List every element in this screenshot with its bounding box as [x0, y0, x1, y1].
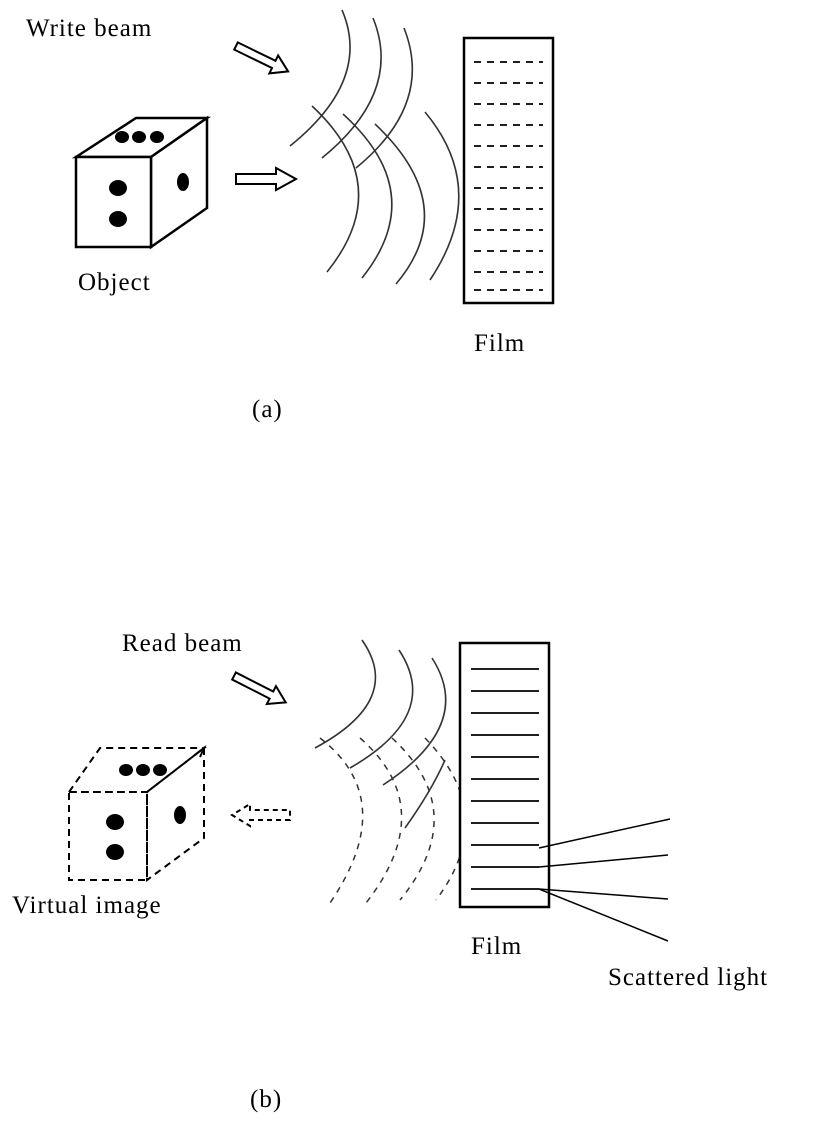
object-beam-arrow-icon — [235, 166, 299, 192]
reconstructed-wavefronts — [319, 737, 467, 904]
film-a-label: Film — [474, 330, 525, 357]
panel-b: Read beam Virtual image — [12, 630, 768, 1113]
virtual-image-label: Virtual image — [12, 892, 162, 919]
panel-a: Write beam Object — [26, 9, 555, 423]
virtual-image-die-icon — [67, 744, 207, 882]
film-b-label: Film — [471, 933, 522, 960]
scattered-light-rays — [538, 818, 671, 942]
read-beam-label: Read beam — [122, 630, 243, 657]
write-beam-label: Write beam — [26, 15, 152, 42]
film-b — [458, 641, 551, 909]
caption-b: (b) — [250, 1086, 282, 1113]
reconstruction-arrow-icon — [230, 802, 291, 828]
read-wavefronts — [314, 639, 447, 829]
read-beam-arrow-icon — [230, 671, 288, 706]
film-a — [462, 36, 555, 305]
object-wavefronts — [311, 105, 460, 285]
object-die-icon — [71, 115, 211, 250]
caption-a: (a) — [252, 396, 283, 423]
write-beam-arrow-icon — [232, 41, 290, 75]
object-label: Object — [78, 269, 151, 296]
reference-wavefronts — [289, 9, 414, 169]
scattered-light-label: Scattered light — [608, 964, 768, 991]
